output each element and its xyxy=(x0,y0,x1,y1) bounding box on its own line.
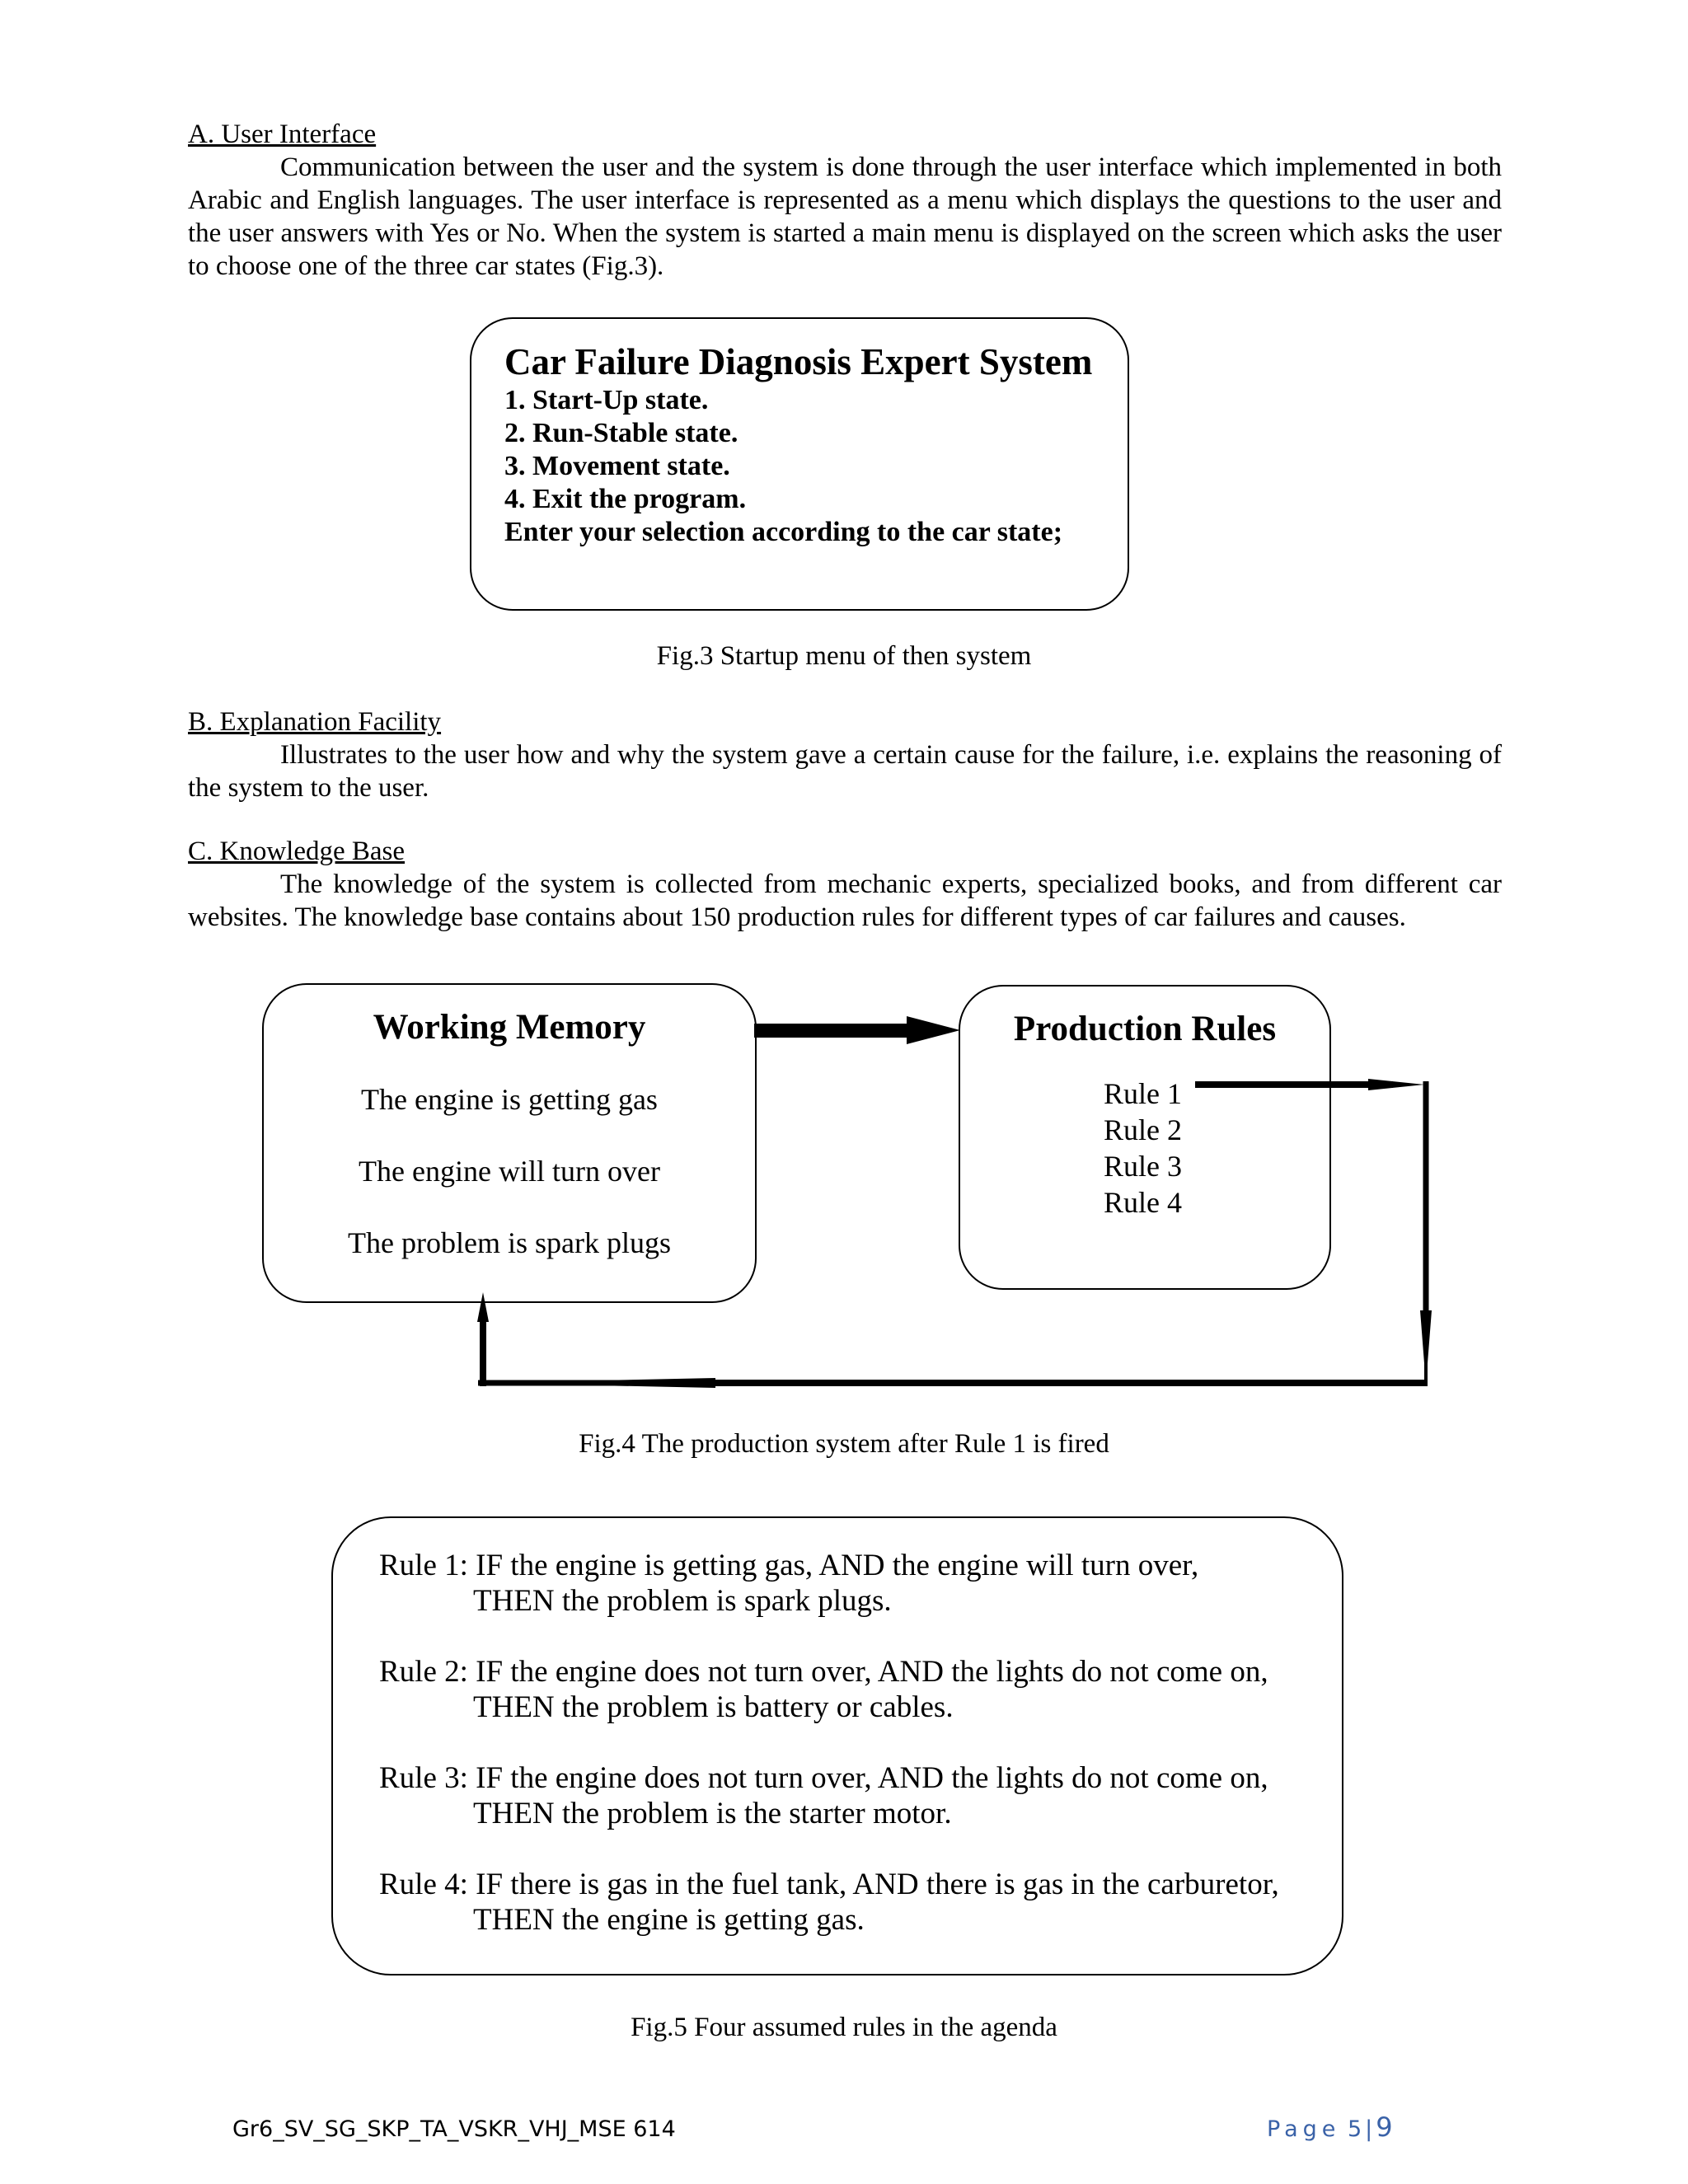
rule-label: Rule 4 xyxy=(1104,1186,1182,1219)
fig4-caption: Fig.4 The production system after Rule 1… xyxy=(579,1429,1109,1459)
working-memory-fact: The engine is getting gas xyxy=(361,1083,658,1116)
arrow-bottom-left xyxy=(478,1378,1428,1388)
page-separator: | xyxy=(1365,2116,1373,2142)
arrow-rule1-right xyxy=(1195,1079,1424,1090)
page-current: 5 xyxy=(1347,2116,1362,2142)
rule-3-if: Rule 3: IF the engine does not turn over… xyxy=(379,1761,1268,1795)
footer-page-number: Page 5|9 xyxy=(1267,2111,1393,2143)
page-total: 9 xyxy=(1376,2111,1393,2143)
rule-label: Rule 3 xyxy=(1104,1150,1182,1183)
working-memory-box xyxy=(262,983,757,1303)
menu-prompt: Enter your selection according to the ca… xyxy=(504,517,1063,547)
menu-item-movement: 3. Movement state. xyxy=(504,451,730,481)
rule-label: Rule 1 xyxy=(1104,1077,1182,1110)
rule-3: Rule 3: IF the engine does not turn over… xyxy=(379,1760,1268,1831)
rule-4-if: Rule 4: IF there is gas in the fuel tank… xyxy=(379,1868,1279,1901)
rules-agenda-box xyxy=(331,1516,1343,1975)
section-a-heading: A. User Interface xyxy=(188,120,377,149)
working-memory-fact: The engine will turn over xyxy=(359,1155,660,1188)
section-a-text: Communication between the user and the s… xyxy=(188,152,1502,281)
working-memory-title: Working Memory xyxy=(373,1008,646,1047)
fig5-caption: Fig.5 Four assumed rules in the agenda xyxy=(631,2013,1057,2042)
rule-2-then: THEN the problem is battery or cables. xyxy=(473,1690,954,1724)
section-c-text: The knowledge of the system is collected… xyxy=(188,869,1502,932)
arrow-up-to-wm xyxy=(477,1292,489,1386)
startup-menu-title: Car Failure Diagnosis Expert System xyxy=(504,341,1093,382)
fig3-caption: Fig.3 Startup menu of then system xyxy=(656,641,1032,671)
menu-item-exit: 4. Exit the program. xyxy=(504,484,747,514)
footer-course-code: Gr6_SV_SG_SKP_TA_VSKR_VHJ_MSE 614 xyxy=(232,2116,676,2142)
production-rules-title: Production Rules xyxy=(1013,1010,1277,1048)
menu-item-startup: 1. Start-Up state. xyxy=(504,385,709,415)
arrow-wm-to-rules xyxy=(754,1016,960,1044)
working-memory-fact: The problem is spark plugs xyxy=(348,1226,671,1259)
rule-4: Rule 4: IF there is gas in the fuel tank… xyxy=(379,1867,1279,1938)
section-b-paragraph: Illustrates to the user how and why the … xyxy=(188,738,1502,804)
arrow-right-down xyxy=(1420,1081,1432,1386)
rule-4-then: THEN the engine is getting gas. xyxy=(473,1903,865,1937)
page-word: Page xyxy=(1267,2116,1341,2142)
rule-2: Rule 2: IF the engine does not turn over… xyxy=(379,1654,1268,1725)
rule-1-if: Rule 1: IF the engine is getting gas, AN… xyxy=(379,1549,1199,1582)
startup-menu-box xyxy=(470,317,1129,611)
section-b-text: Illustrates to the user how and why the … xyxy=(188,740,1502,803)
section-b-heading: B. Explanation Facility xyxy=(188,707,442,737)
rule-3-then: THEN the problem is the starter motor. xyxy=(473,1797,952,1830)
rule-2-if: Rule 2: IF the engine does not turn over… xyxy=(379,1655,1268,1689)
startup-menu-items: 1. Start-Up state. 2. Run-Stable state. … xyxy=(504,384,1062,549)
production-rules-list: Rule 1 Rule 2 Rule 3 Rule 4 xyxy=(1104,1076,1182,1221)
production-rules-box xyxy=(959,985,1331,1290)
rule-1-then: THEN the problem is spark plugs. xyxy=(473,1584,892,1618)
rule-label: Rule 2 xyxy=(1104,1113,1182,1146)
section-c-paragraph: The knowledge of the system is collected… xyxy=(188,868,1502,934)
rule-1: Rule 1: IF the engine is getting gas, AN… xyxy=(379,1548,1198,1619)
section-a-paragraph: Communication between the user and the s… xyxy=(188,151,1502,283)
menu-item-run-stable: 2. Run-Stable state. xyxy=(504,418,738,448)
section-c-heading: C. Knowledge Base xyxy=(188,837,406,866)
